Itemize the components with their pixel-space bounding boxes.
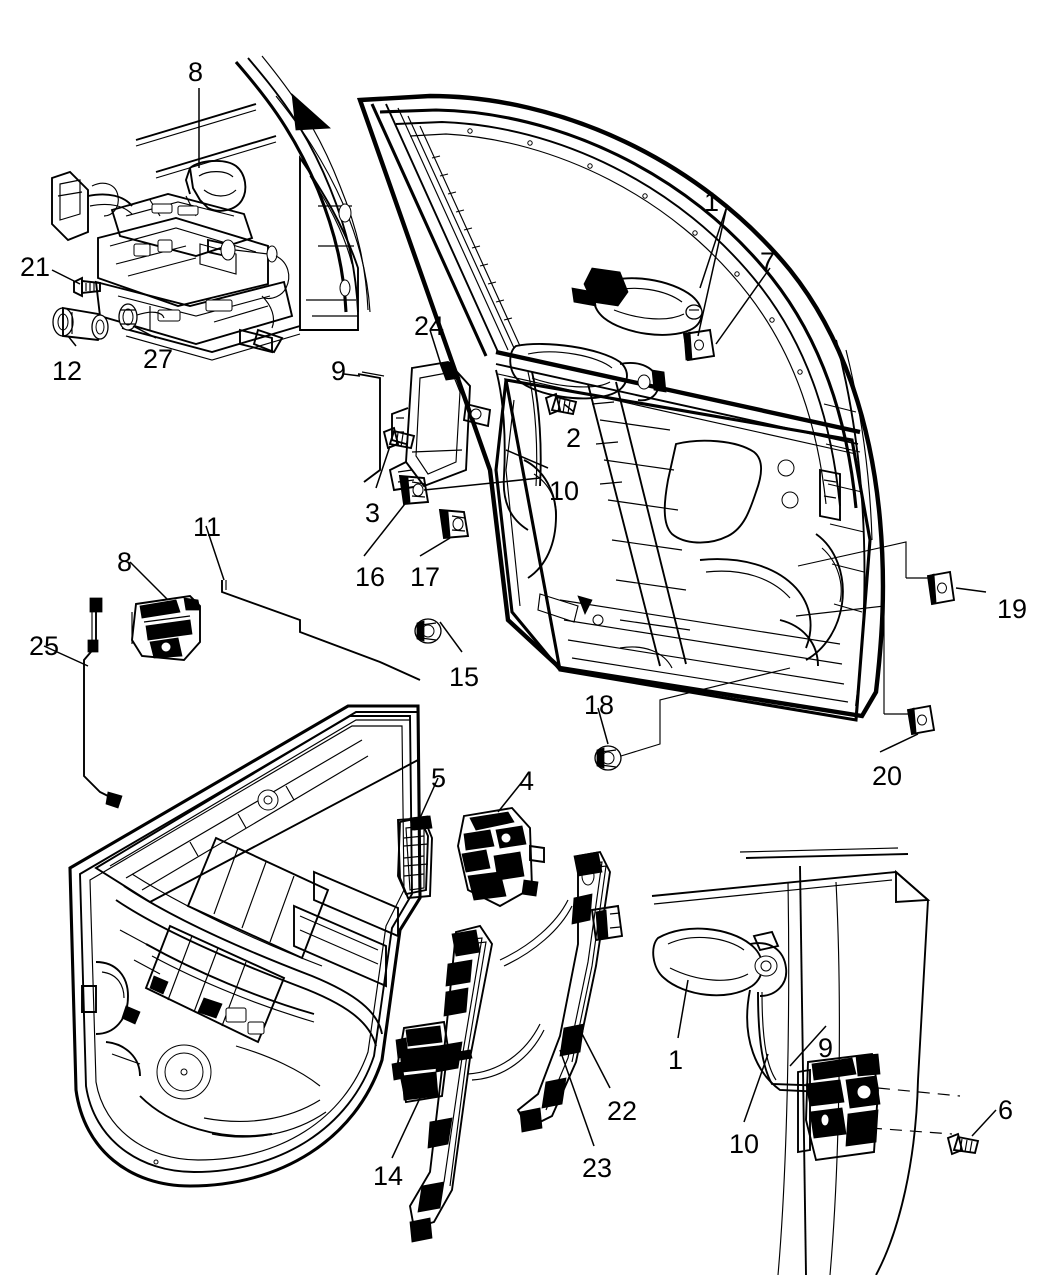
callout-3: 3 <box>365 498 381 528</box>
callout-21: 21 <box>20 252 51 282</box>
art-handle-bracket-inner <box>509 343 667 402</box>
callout-12: 12 <box>52 356 83 386</box>
art-part-9-link-rod-mid <box>357 371 385 483</box>
art-part-16-clip <box>398 474 430 506</box>
callout-15: 15 <box>449 662 480 692</box>
callout-8-mid: 8 <box>117 547 133 577</box>
callout-14: 14 <box>373 1161 404 1191</box>
art-part-27-bezel <box>118 303 165 331</box>
callout-16: 16 <box>355 562 386 592</box>
art-rear-handle-latch-detail <box>651 847 980 1275</box>
callout-18: 18 <box>584 690 615 720</box>
art-part-18-clip <box>594 667 791 771</box>
callout-8-top: 8 <box>188 57 204 87</box>
art-part-10-link-rods-mid <box>495 369 542 531</box>
callout-11: 11 <box>193 512 222 542</box>
art-part-4-latch-assembly <box>457 806 545 908</box>
callout-24: 24 <box>414 311 445 341</box>
callout-9-mid: 9 <box>331 356 347 386</box>
callout-6: 6 <box>998 1095 1014 1125</box>
art-part-15-grommet <box>414 618 442 644</box>
callout-25: 25 <box>29 631 60 661</box>
art-door-trim-panel-assembly <box>68 704 433 1188</box>
art-part-7-clip <box>682 328 716 362</box>
callout-10-mid: 10 <box>549 476 580 506</box>
art-part-8-inside-handle-mid <box>131 594 201 661</box>
art-part-1-exterior-handle-top <box>571 267 703 336</box>
callout-10-bot: 10 <box>729 1129 760 1159</box>
callout-7: 7 <box>760 247 776 277</box>
callout-17: 17 <box>410 562 441 592</box>
callout-9-bot: 9 <box>818 1033 834 1063</box>
art-part-12-lock-cylinder <box>52 306 109 342</box>
art-part-14-window-regulator <box>391 924 494 1243</box>
callout-20: 20 <box>872 761 903 791</box>
callout-1-top: 1 <box>704 187 720 217</box>
art-part-3-screw <box>382 426 416 450</box>
callout-2: 2 <box>566 423 582 453</box>
art-main-door-shell <box>356 93 886 722</box>
callout-22: 22 <box>607 1096 638 1126</box>
art-part-11-link-rod <box>221 580 421 681</box>
callout-23: 23 <box>582 1153 613 1183</box>
callout-1-bot: 1 <box>668 1045 684 1075</box>
art-part-2-screw <box>544 392 578 416</box>
callout-27: 27 <box>143 344 174 374</box>
art-part-19-clip <box>797 541 956 606</box>
art-parts-22-23-run-channel <box>433 850 624 1133</box>
art-part-21-screw <box>73 276 101 298</box>
callout-5: 5 <box>431 763 447 793</box>
art-part-17-clip <box>438 508 470 540</box>
art-part-20-clip <box>795 605 936 736</box>
art-part-25-rod <box>83 597 123 809</box>
callout-4: 4 <box>519 766 535 796</box>
callout-19: 19 <box>997 594 1028 624</box>
leader-lines <box>43 88 997 1159</box>
art-part-24-actuator <box>388 360 492 492</box>
